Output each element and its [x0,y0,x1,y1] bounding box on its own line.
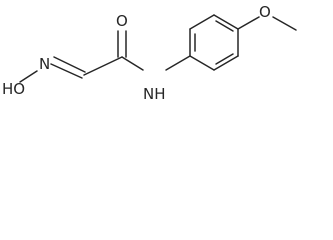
atom-label-carbonyl-oxygen: O [116,12,128,30]
bond-ch-c [83,56,123,76]
ring-bond-5 [213,55,239,71]
bond-nh-ring [165,55,191,71]
chemical-structure: HO N O NH O [2,3,297,103]
ring-bond-3 [213,14,239,30]
ring-inner-bond-2 [215,20,234,32]
bond-n-c-oxime-2 [53,56,86,73]
bond-ho-n [19,70,38,83]
bond-ring-o [237,16,260,30]
ring-inner-bond-3 [215,53,234,65]
bond-c-nh [121,56,144,71]
atom-label-amide-nh: NH [143,85,166,103]
atom-label-oxime-nitrogen: N [39,55,50,73]
ring-bond-2 [189,14,215,30]
ring-bond-6 [189,55,215,71]
bond-n-c-oxime-1 [50,63,83,79]
atom-label-hydroxyl: HO [2,80,25,98]
bond-o-methyl [272,16,297,31]
atom-label-ether-oxygen: O [259,3,271,21]
